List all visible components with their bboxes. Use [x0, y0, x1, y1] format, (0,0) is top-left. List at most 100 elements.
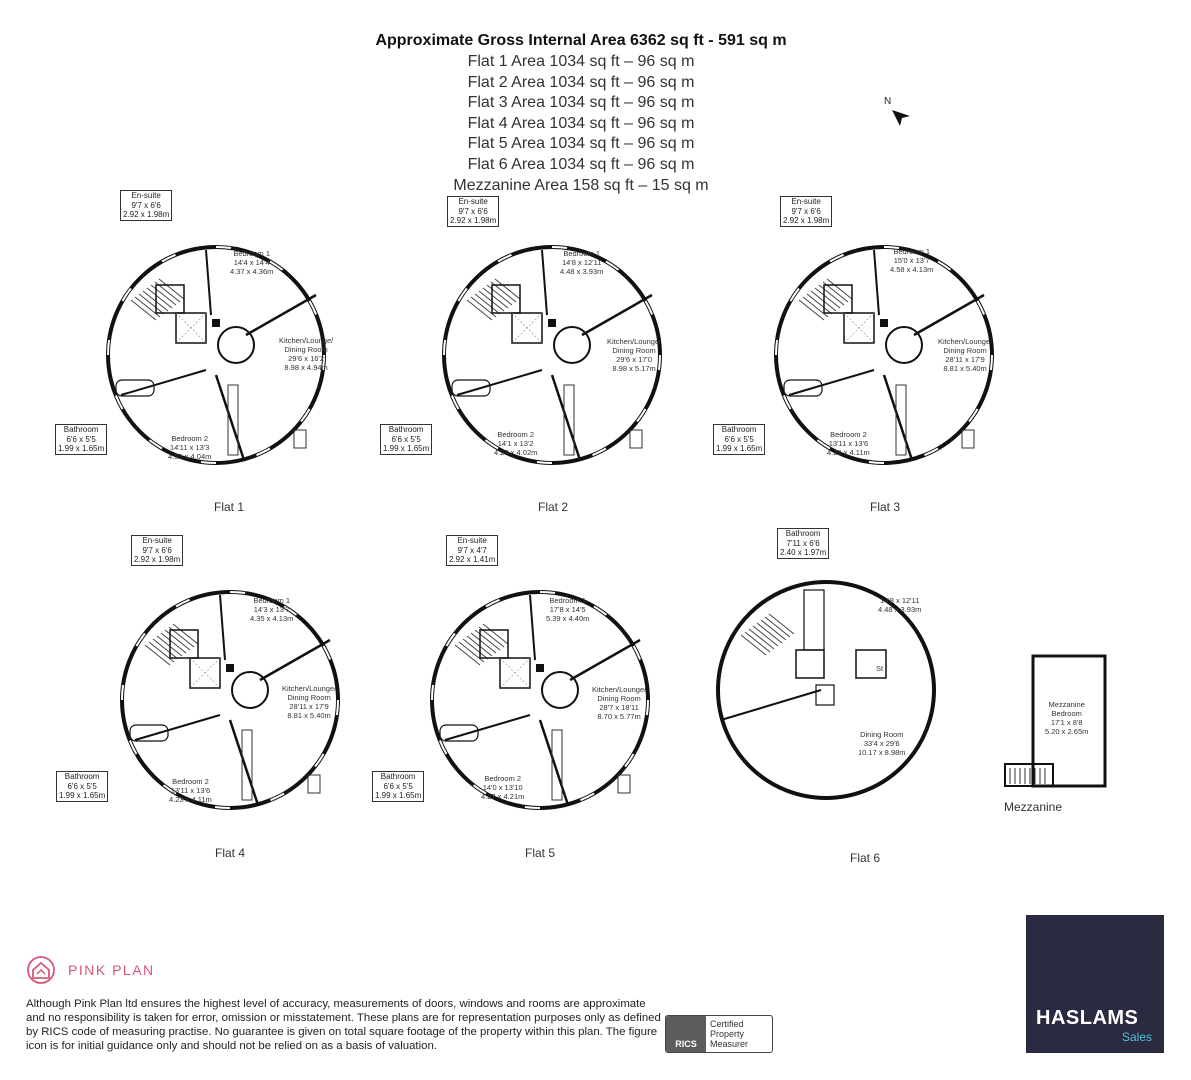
- window-gap: [214, 805, 231, 809]
- lobby-curve: [231, 671, 269, 709]
- stair-tread: [474, 293, 501, 315]
- hob: [629, 429, 643, 449]
- window-gap: [438, 740, 448, 755]
- stair-tread: [158, 278, 185, 300]
- window-gap: [162, 784, 177, 795]
- stair-tread: [152, 638, 179, 660]
- pink-plan-logo: PINK PLAN: [26, 955, 155, 985]
- kitchen-counter: [563, 384, 575, 456]
- landing: [795, 649, 825, 679]
- window-gap: [321, 354, 325, 371]
- window-gap: [484, 439, 499, 450]
- kitchen-counter: [241, 729, 253, 801]
- area-line: Mezzanine Area 158 sq ft – 15 sq m: [453, 176, 709, 194]
- stair-tread: [814, 287, 841, 309]
- window-gap: [485, 598, 500, 608]
- flat-plan-4: [120, 590, 340, 810]
- lobby-curve: [217, 326, 255, 364]
- hob: [961, 429, 975, 449]
- window-gap: [536, 460, 553, 464]
- stair-tread: [818, 284, 845, 306]
- column: [548, 319, 556, 327]
- kitchen-counter: [551, 729, 563, 801]
- wall: [214, 374, 246, 461]
- hob: [293, 429, 307, 449]
- dashed-diag: [189, 657, 221, 689]
- lobby-curve: [885, 326, 923, 364]
- window-gap: [645, 699, 649, 716]
- window-gap: [605, 260, 620, 271]
- window-gap: [200, 460, 217, 464]
- column: [536, 664, 544, 672]
- window-gap: [161, 253, 176, 263]
- flat-label: Flat 3: [869, 500, 900, 514]
- stair-tread: [462, 638, 489, 660]
- store-cupboard: [479, 629, 509, 659]
- stair-tread: [150, 284, 177, 306]
- bath: [115, 379, 155, 397]
- window-gap: [593, 605, 608, 616]
- flat-label: Flat 2: [537, 500, 568, 514]
- store: [855, 649, 887, 679]
- window-gap: [497, 253, 512, 263]
- store-cupboard: [155, 284, 185, 314]
- flat-plan-2: [442, 245, 662, 465]
- bath: [129, 724, 169, 742]
- area-line: Flat 6 Area 1034 sq ft – 96 sq m: [467, 155, 695, 173]
- wall: [538, 719, 570, 806]
- kitchen-counter: [895, 384, 907, 456]
- wall: [205, 249, 212, 316]
- stair-tread: [752, 625, 779, 647]
- bath: [803, 589, 825, 651]
- pink-plan-brand: PINK PLAN: [68, 962, 155, 978]
- outer-wall: [716, 580, 936, 800]
- window-gap: [322, 645, 332, 660]
- landing: [499, 657, 531, 689]
- column: [212, 319, 220, 327]
- stair-tread: [474, 629, 501, 651]
- store-cupboard: [823, 284, 853, 314]
- window-gap: [883, 246, 900, 250]
- window-gap: [457, 287, 468, 302]
- window-gap: [976, 300, 986, 315]
- disclaimer-text: Although Pink Plan ltd ensures the highe…: [26, 998, 661, 1052]
- house-logo-icon: [27, 956, 55, 984]
- agent-name: HASLAMS: [1036, 1007, 1139, 1029]
- column: [226, 664, 234, 672]
- wall: [720, 689, 822, 721]
- area-line: Flat 3 Area 1034 sq ft – 96 sq m: [467, 94, 695, 112]
- stair-tread: [798, 299, 825, 321]
- column: [880, 319, 888, 327]
- stair-tread: [494, 278, 521, 300]
- wall: [882, 374, 914, 461]
- dashed-diag: [511, 312, 543, 344]
- stair-tread: [164, 629, 191, 651]
- window-gap: [968, 408, 979, 423]
- window-gap: [644, 300, 654, 315]
- window-gap: [657, 354, 661, 371]
- north-arrow-icon: [892, 110, 910, 126]
- wall: [541, 249, 548, 316]
- landing: [175, 312, 207, 344]
- stair-tread: [760, 619, 787, 641]
- wall: [456, 369, 543, 396]
- dashed-diag: [175, 312, 207, 344]
- wall: [581, 293, 653, 337]
- flat-label: Flat 4: [214, 846, 245, 860]
- stair-tread: [470, 632, 497, 654]
- flat-label: Flat 1: [213, 500, 244, 514]
